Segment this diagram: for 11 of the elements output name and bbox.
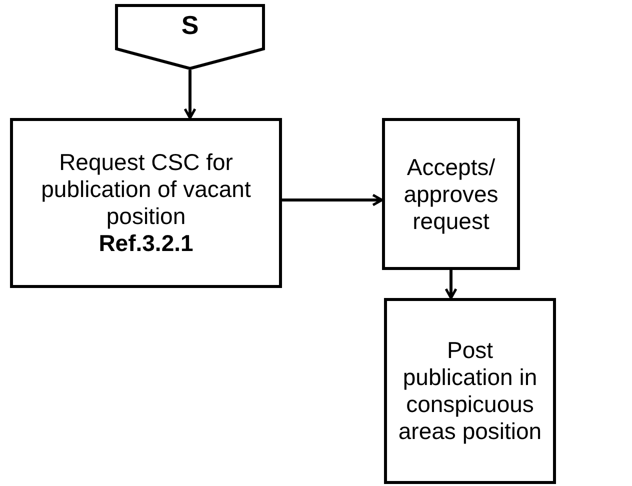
arrow [444,270,458,300]
process-box [10,118,282,288]
arrow [282,194,384,206]
process-box [384,298,556,484]
arrow [184,70,196,120]
process-text: Post publication in conspicuous areas position [397,337,543,445]
process-text: Accepts/ approves request [402,154,500,234]
connector-label: S [181,12,199,38]
process-text: Request CSC for publication of vacant position [40,149,252,230]
process-box [382,118,520,270]
reference-text: Ref.3.2.1 [98,230,194,257]
